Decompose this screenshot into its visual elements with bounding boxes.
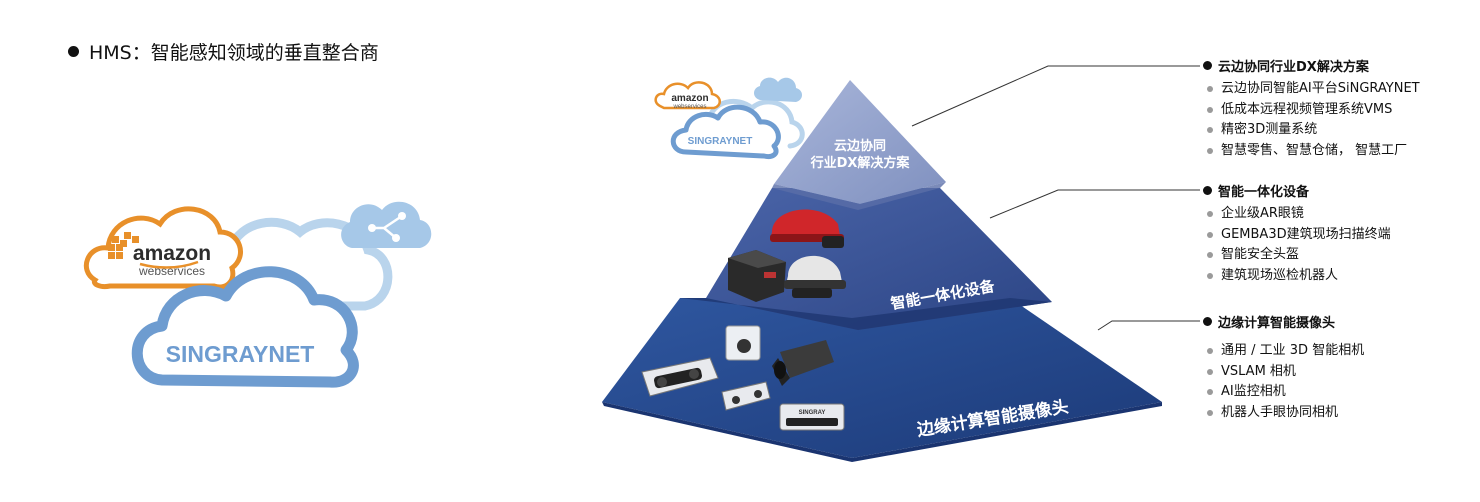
small-cloud-logo-group: amazon webservices SINGRAYNET xyxy=(654,77,805,159)
list-item-text: VSLAM 相机 xyxy=(1221,363,1296,379)
list-item-text: 精密3D测量系统 xyxy=(1221,122,1318,137)
bullet-icon xyxy=(1207,86,1213,93)
device-brand-text: SINGRAY xyxy=(799,410,826,416)
list-item: 云边协同智能AI平台SiNGRAYNET xyxy=(1207,79,1420,100)
aws-boxes-icon xyxy=(108,232,139,259)
heading-text: HMS：智能感知领域的垂直整合商 xyxy=(89,42,379,64)
bullet-icon xyxy=(1207,147,1213,154)
section-list: 云边协同智能AI平台SiNGRAYNET 低成本远程视频管理系统VMS 精密3D… xyxy=(1203,79,1420,161)
section-smart-devices: 智能一体化设备 企业级AR眼镜 GEMBA3D建筑现场扫描终端 智能安全头盔 建… xyxy=(1203,181,1391,286)
singraynet-cloud-shape xyxy=(131,266,359,388)
list-item-text: 通用 / 工业 3D 智能相机 xyxy=(1221,343,1365,358)
section-title-text: 云边协同行业DX解决方案 xyxy=(1218,60,1369,75)
heading: HMS：智能感知领域的垂直整合商 xyxy=(68,38,379,65)
section-list: 企业级AR眼镜 GEMBA3D建筑现场扫描终端 智能安全头盔 建筑现场巡检机器人 xyxy=(1203,204,1391,286)
section-title: 智能一体化设备 xyxy=(1203,181,1391,200)
white-helmet-icon xyxy=(784,255,846,298)
circuit-cloud-icon xyxy=(341,201,432,248)
connector-top xyxy=(911,65,1200,127)
list-item: 智慧零售、智慧仓储， 智慧工厂 xyxy=(1207,141,1420,162)
bullet-icon xyxy=(1207,272,1213,279)
bullet-dot xyxy=(68,46,79,57)
stereo-camera-large-icon xyxy=(641,357,719,397)
list-item: AI监控相机 xyxy=(1207,382,1364,403)
list-item: 机器人手眼协同相机 xyxy=(1207,403,1364,424)
section-title: 云边协同行业DX解决方案 xyxy=(1203,56,1420,75)
connector-middle xyxy=(989,189,1200,219)
list-item: 建筑现场巡检机器人 xyxy=(1207,266,1391,287)
bullet-icon xyxy=(1207,368,1213,375)
section-title-text: 智能一体化设备 xyxy=(1218,185,1310,200)
bullet-icon xyxy=(1207,252,1213,259)
section-list: 通用 / 工业 3D 智能相机 VSLAM 相机 AI监控相机 机器人手眼协同相… xyxy=(1203,341,1364,423)
cube-camera-icon xyxy=(725,325,761,361)
list-item-text: 机器人手眼协同相机 xyxy=(1221,404,1339,420)
list-item-text: 智慧零售、智慧仓储， 智慧工厂 xyxy=(1221,142,1408,158)
bullet-dot xyxy=(1203,186,1212,195)
list-item-text: AI监控相机 xyxy=(1221,384,1286,399)
camera-illustrations: SINGRAY xyxy=(641,325,845,431)
aws-logo-text: amazon xyxy=(133,242,211,265)
list-item-text: GEMBA3D建筑现场扫描终端 xyxy=(1221,226,1391,242)
scanner-box-icon xyxy=(728,250,786,302)
bullet-dot xyxy=(1203,317,1212,326)
stereo-camera-small-icon xyxy=(721,381,771,411)
list-item: 精密3D测量系统 xyxy=(1207,120,1420,141)
list-item-text: 智能安全头盔 xyxy=(1221,247,1300,262)
list-item-text: 云边协同智能AI平台SiNGRAYNET xyxy=(1221,81,1420,96)
red-helmet-icon xyxy=(770,209,844,248)
bullet-icon xyxy=(1207,231,1213,238)
bullet-icon xyxy=(1207,211,1213,218)
bullet-icon xyxy=(1207,127,1213,134)
bullet-dot xyxy=(1203,61,1212,70)
bullet-icon xyxy=(1207,409,1213,416)
bullet-icon xyxy=(1207,106,1213,113)
singraynet-small-text: SINGRAYNET xyxy=(688,136,753,147)
large-cloud-logo-group: amazon webservices SINGRAYNET xyxy=(83,201,432,388)
connector-bottom xyxy=(1097,320,1200,331)
bullet-icon xyxy=(1207,389,1213,396)
section-edge-cameras: 边缘计算智能摄像头 通用 / 工业 3D 智能相机 VSLAM 相机 AI监控相… xyxy=(1203,312,1364,423)
singray-device-icon: SINGRAY xyxy=(779,403,845,431)
bullet-camera-icon xyxy=(772,340,834,386)
aws-small-text: amazon xyxy=(671,93,708,104)
section-cloud-solutions: 云边协同行业DX解决方案 云边协同智能AI平台SiNGRAYNET 低成本远程视… xyxy=(1203,56,1420,161)
section-title: 边缘计算智能摄像头 xyxy=(1203,312,1364,331)
bullet-icon xyxy=(1207,348,1213,355)
list-item-text: 低成本远程视频管理系统VMS xyxy=(1221,101,1393,117)
list-item: 智能安全头盔 xyxy=(1207,245,1391,266)
pyramid-top-label: 云边协同 行业DX解决方案 xyxy=(800,138,920,172)
list-item: VSLAM 相机 xyxy=(1207,362,1364,383)
section-title-text: 边缘计算智能摄像头 xyxy=(1218,316,1336,331)
pyramid-tier-top xyxy=(774,80,946,204)
list-item: 通用 / 工业 3D 智能相机 xyxy=(1207,341,1364,362)
aws-small-subtext: webservices xyxy=(672,104,706,110)
pyramid-top-label-line2: 行业DX解决方案 xyxy=(810,156,910,171)
pyramid-top-label-line1: 云边协同 xyxy=(833,139,886,154)
list-item-text: 企业级AR眼镜 xyxy=(1221,206,1304,221)
list-item: 低成本远程视频管理系统VMS xyxy=(1207,100,1420,121)
list-item-text: 建筑现场巡检机器人 xyxy=(1221,267,1339,283)
list-item: 企业级AR眼镜 xyxy=(1207,204,1391,225)
singraynet-logo-text: SINGRAYNET xyxy=(166,341,315,367)
connector-lines xyxy=(911,65,1200,331)
list-item: GEMBA3D建筑现场扫描终端 xyxy=(1207,225,1391,246)
smart-devices-illustrations xyxy=(728,209,846,302)
